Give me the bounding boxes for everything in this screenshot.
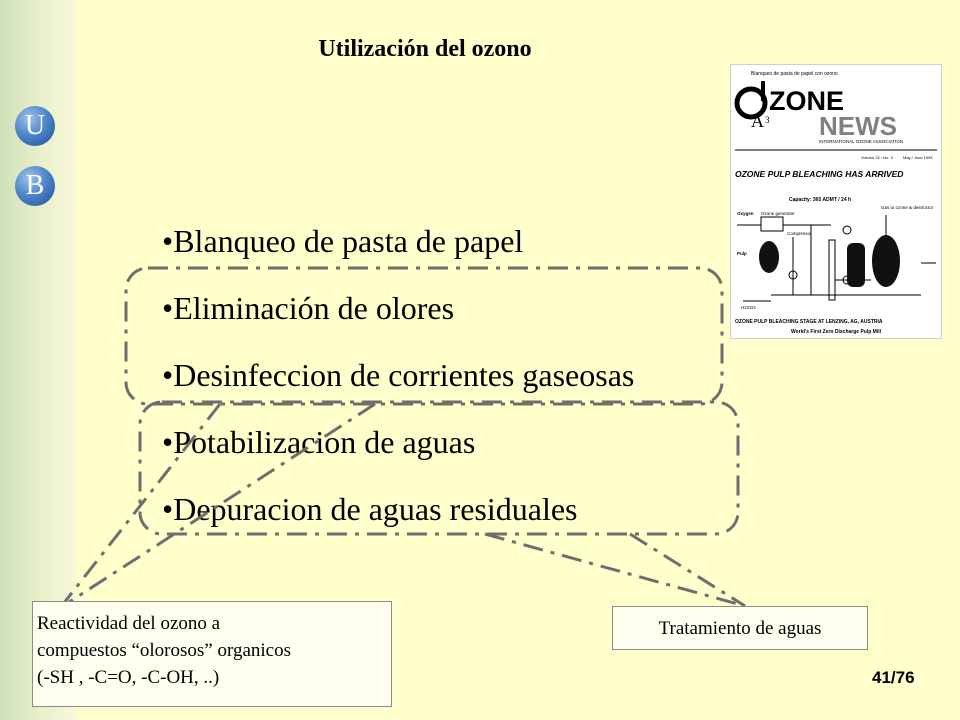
bullet-list: •Blanqueo de pasta de papel •Eliminación… <box>162 218 634 553</box>
connector-line <box>59 402 376 610</box>
logo-a-letter: A <box>751 111 764 131</box>
bullet-item: •Blanqueo de pasta de papel <box>162 223 524 259</box>
bullet-item: •Eliminación de olores <box>162 290 455 326</box>
water-group-outline <box>138 400 740 536</box>
diagram-label: Compressor <box>787 231 812 236</box>
water-treatment-callout: Tratamiento de aguas <box>612 606 868 650</box>
ozone-o-letter <box>734 86 768 120</box>
page-number: 41/76 <box>872 668 915 687</box>
connector-line <box>629 532 746 608</box>
brand-ozone: ZONE <box>769 86 844 116</box>
stage-caption: OZONE PULP BLEACHING STAGE AT LENZING, A… <box>735 319 883 325</box>
connector-line <box>58 403 222 609</box>
slide-title: Utilización del ozono <box>318 36 532 62</box>
logo-letter-u: U <box>24 110 46 141</box>
bullet-item: •Desinfeccion de corrientes gaseosas <box>162 357 635 393</box>
diagram-label: H2SO4 <box>741 305 756 310</box>
university-logo-b: B <box>15 166 55 206</box>
mixer-tower <box>847 243 865 287</box>
logo-subscript: 3 <box>765 115 770 125</box>
logo-bar <box>761 81 765 101</box>
bullet-item: •Potabilizacion de aguas <box>162 424 476 460</box>
headline: OZONE PULP BLEACHING HAS ARRIVED <box>735 169 903 179</box>
issue-number: Volume 22 / No. 3 <box>861 155 894 160</box>
ozone-news-cover: Blanqueo de pasta de papel con ozono ZON… <box>734 71 937 335</box>
diagram-label: Oxygen <box>737 211 754 216</box>
reactivity-callout: Reactividad del ozono a compuestos “olor… <box>32 601 392 707</box>
diagram-label: Pulp <box>737 251 747 256</box>
connector-line <box>484 532 746 608</box>
university-logo-u: U <box>15 106 55 146</box>
logo-letter-b: B <box>25 170 45 201</box>
brand-news: NEWS <box>819 111 897 141</box>
issue-date: May / June 1994 <box>903 155 933 160</box>
association-name: INTERNATIONAL OZONE ASSOCIATION <box>819 139 903 144</box>
reactor-vessel <box>759 241 779 273</box>
diagram-label: Ozone generator <box>761 211 795 216</box>
callout-line: compuestos “olorosos” organicos <box>37 640 291 661</box>
image-caption: Blanqueo de pasta de papel con ozono <box>751 71 838 77</box>
callout-line: Reactividad del ozono a <box>37 613 221 634</box>
bleaching-tower <box>872 235 900 287</box>
ozone-news-image: Blanqueo de pasta de papel con ozono ZON… <box>730 64 942 339</box>
callout-line: (-SH , -C=O, -C-OH, ..) <box>37 667 220 688</box>
capacity-label: Capacity: 365 ADMT / 24 h <box>789 197 851 203</box>
sidebar: U B <box>0 0 76 720</box>
odor-group-outline <box>124 266 724 406</box>
diagram-label: Gas to ozone & destructor <box>881 205 934 210</box>
tagline: World's First Zero Discharge Pulp Mill <box>791 329 882 335</box>
